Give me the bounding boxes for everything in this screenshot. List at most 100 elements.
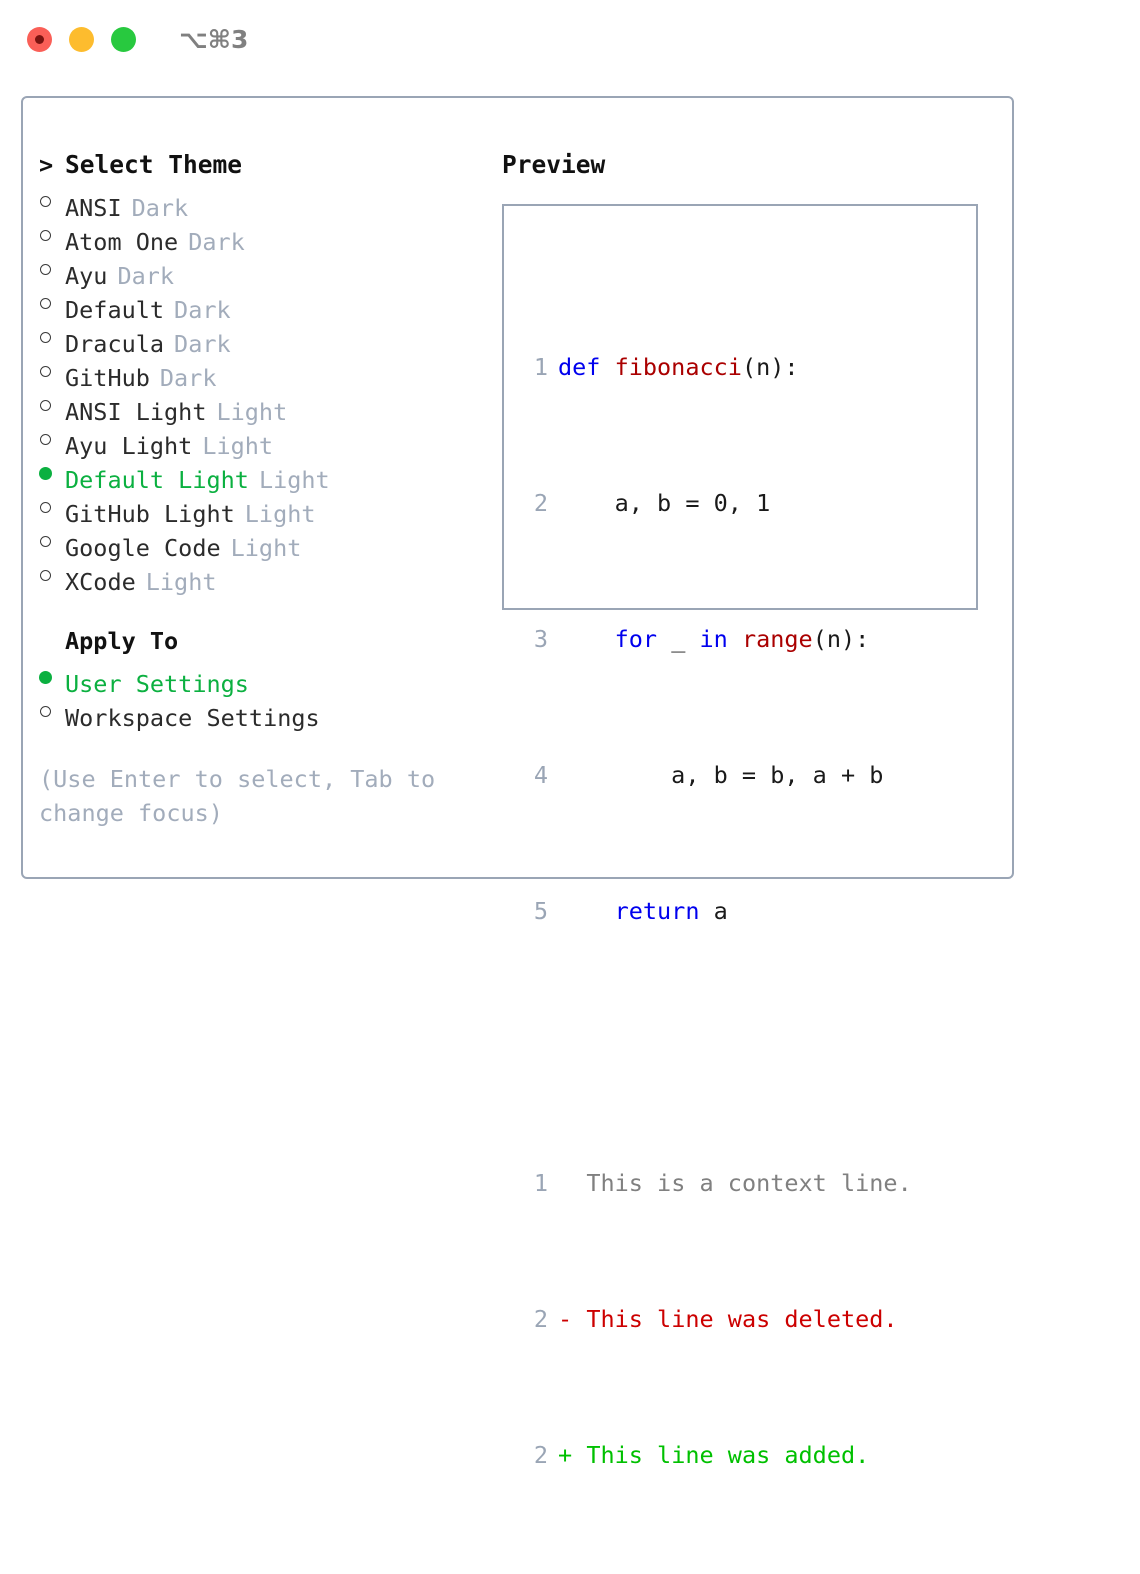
line-number: 4 <box>533 761 548 789</box>
theme-item-ayu-light[interactable]: Ayu Light Light <box>39 420 479 460</box>
code-token-plain <box>558 622 615 656</box>
theme-item-label: Ayu <box>65 262 108 290</box>
apply-to-title: Apply To <box>39 624 479 658</box>
code-token-keyword: def <box>558 353 615 381</box>
code-token-keyword: for <box>614 625 658 653</box>
radio-unselected-icon[interactable] <box>39 182 65 216</box>
theme-item-label: GitHub <box>65 364 150 392</box>
theme-item-tag: Light <box>230 534 302 562</box>
code-token-plain: a, b = 0, 1 <box>558 489 771 517</box>
theme-item-tag: Light <box>202 432 274 460</box>
code-token-keyword: return <box>614 897 700 925</box>
diff-sign <box>558 1166 572 1200</box>
close-button-icon[interactable] <box>27 26 52 52</box>
theme-list-header: > Select Theme <box>39 148 479 182</box>
radio-unselected-icon[interactable] <box>39 216 65 250</box>
apply-to-title-label: Apply To <box>65 627 179 655</box>
line-number: 2 <box>533 489 548 517</box>
theme-item-github[interactable]: GitHub Dark <box>39 352 479 392</box>
diff-line-deleted: 2 - This line was deleted. <box>516 1302 912 1336</box>
preview-box: 1 def fibonacci(n): 2 a, b = 0, 1 3 for … <box>502 204 978 1469</box>
theme-item-ansi-light[interactable]: ANSI Light Light <box>39 386 479 426</box>
radio-unselected-icon[interactable] <box>39 522 65 556</box>
theme-item-tag: Light <box>216 398 288 426</box>
code-token-function: range <box>741 625 813 653</box>
theme-item-label: Google Code <box>65 534 221 562</box>
theme-item-label: ANSI <box>65 194 122 222</box>
preview-code-area: 1 def fibonacci(n): 2 a, b = 0, 1 3 for … <box>516 248 912 1574</box>
title-bar: ⌥⌘3 <box>0 0 1140 78</box>
radio-unselected-icon[interactable] <box>39 250 65 284</box>
code-token-plain: a <box>699 897 728 925</box>
theme-item-ansi[interactable]: ANSI Dark <box>39 182 479 222</box>
diff-sign: - <box>558 1305 573 1333</box>
line-number: 1 <box>533 1169 548 1197</box>
theme-item-tag: Dark <box>188 228 245 256</box>
theme-item-label: Default <box>65 296 165 324</box>
page-title: Select Theme <box>65 150 243 179</box>
theme-item-label: Default Light <box>65 466 249 494</box>
theme-item-tag: Dark <box>117 262 175 290</box>
theme-item-github-light[interactable]: GitHub Light Light <box>39 488 479 528</box>
theme-item-label: GitHub Light <box>65 500 235 528</box>
code-token-function: fibonacci <box>614 353 742 381</box>
code-token-keyword: in <box>699 625 742 653</box>
radio-unselected-icon[interactable] <box>39 692 65 726</box>
code-token-plain: (n): <box>741 353 799 381</box>
radio-unselected-icon[interactable] <box>39 352 65 386</box>
line-number: 2 <box>533 1441 548 1469</box>
code-line: 3 for _ in range(n): <box>516 622 912 656</box>
radio-unselected-icon[interactable] <box>39 420 65 454</box>
radio-unselected-icon[interactable] <box>39 488 65 522</box>
code-token-plain: _ <box>657 625 700 653</box>
theme-item-label: XCode <box>65 568 136 596</box>
code-diff-separator <box>516 1030 912 1064</box>
apply-to-option-workspace-settings[interactable]: Workspace Settings <box>39 692 479 732</box>
prompt-caret-icon: > <box>39 151 54 179</box>
theme-item-tag: Dark <box>131 194 189 222</box>
theme-item-dracula[interactable]: Dracula Dark <box>39 318 479 358</box>
line-number: 5 <box>533 897 548 925</box>
diff-text: This line was deleted. <box>586 1305 898 1333</box>
code-line: 2 a, b = 0, 1 <box>516 486 912 520</box>
preview-column: Preview 1 def fibonacci(n): 2 a, b = 0, … <box>502 148 992 1469</box>
theme-item-xcode[interactable]: XCode Light <box>39 556 479 596</box>
radio-unselected-icon[interactable] <box>39 386 65 420</box>
preview-title: Preview <box>502 150 606 179</box>
theme-list-column: > Select Theme ANSI Dark Atom One Dark A… <box>39 148 479 830</box>
terminal-window: ⌥⌘3 > Select Theme ANSI Dark Atom One Da… <box>0 0 1140 1469</box>
radio-unselected-icon[interactable] <box>39 284 65 318</box>
theme-item-label: Atom One <box>65 228 179 256</box>
radio-selected-icon[interactable] <box>39 658 65 692</box>
theme-item-tag: Light <box>258 466 330 494</box>
theme-item-tag: Dark <box>174 330 231 358</box>
apply-to-option-label: Workspace Settings <box>65 704 320 732</box>
theme-item-default-light[interactable]: Default Light Light <box>39 454 479 494</box>
apply-to-option-label: User Settings <box>65 670 249 698</box>
code-line: 4 a, b = b, a + b <box>516 758 912 792</box>
diff-line-context: 1 This is a context line. <box>516 1166 912 1200</box>
radio-unselected-icon[interactable] <box>39 556 65 590</box>
line-number: 3 <box>533 625 548 653</box>
code-line: 1 def fibonacci(n): <box>516 350 912 384</box>
minimize-button-icon[interactable] <box>69 26 94 52</box>
apply-to-option-user-settings[interactable]: User Settings <box>39 658 479 698</box>
theme-item-default[interactable]: Default Dark <box>39 284 479 324</box>
theme-item-label: Ayu Light <box>65 432 193 460</box>
maximize-button-icon[interactable] <box>111 26 136 52</box>
theme-item-ayu[interactable]: Ayu Dark <box>39 250 479 290</box>
theme-item-label: Dracula <box>65 330 165 358</box>
theme-item-tag: Dark <box>159 364 217 392</box>
main-panel: > Select Theme ANSI Dark Atom One Dark A… <box>21 96 1014 1469</box>
radio-unselected-icon[interactable] <box>39 318 65 352</box>
radio-selected-icon[interactable] <box>39 454 65 488</box>
window-controls <box>27 26 136 52</box>
diff-text: This is a context line. <box>586 1169 912 1197</box>
theme-item-atom-one[interactable]: Atom One Dark <box>39 216 479 256</box>
theme-item-google-code[interactable]: Google Code Light <box>39 522 479 562</box>
apply-to-title-indent <box>39 624 65 658</box>
keyboard-hint-text: (Use Enter to select, Tab to change focu… <box>39 765 436 827</box>
code-token-plain: (n): <box>812 625 870 653</box>
diff-line-added: 2 + This line was added. <box>516 1438 912 1472</box>
keyboard-shortcut-label: ⌥⌘3 <box>179 24 249 54</box>
